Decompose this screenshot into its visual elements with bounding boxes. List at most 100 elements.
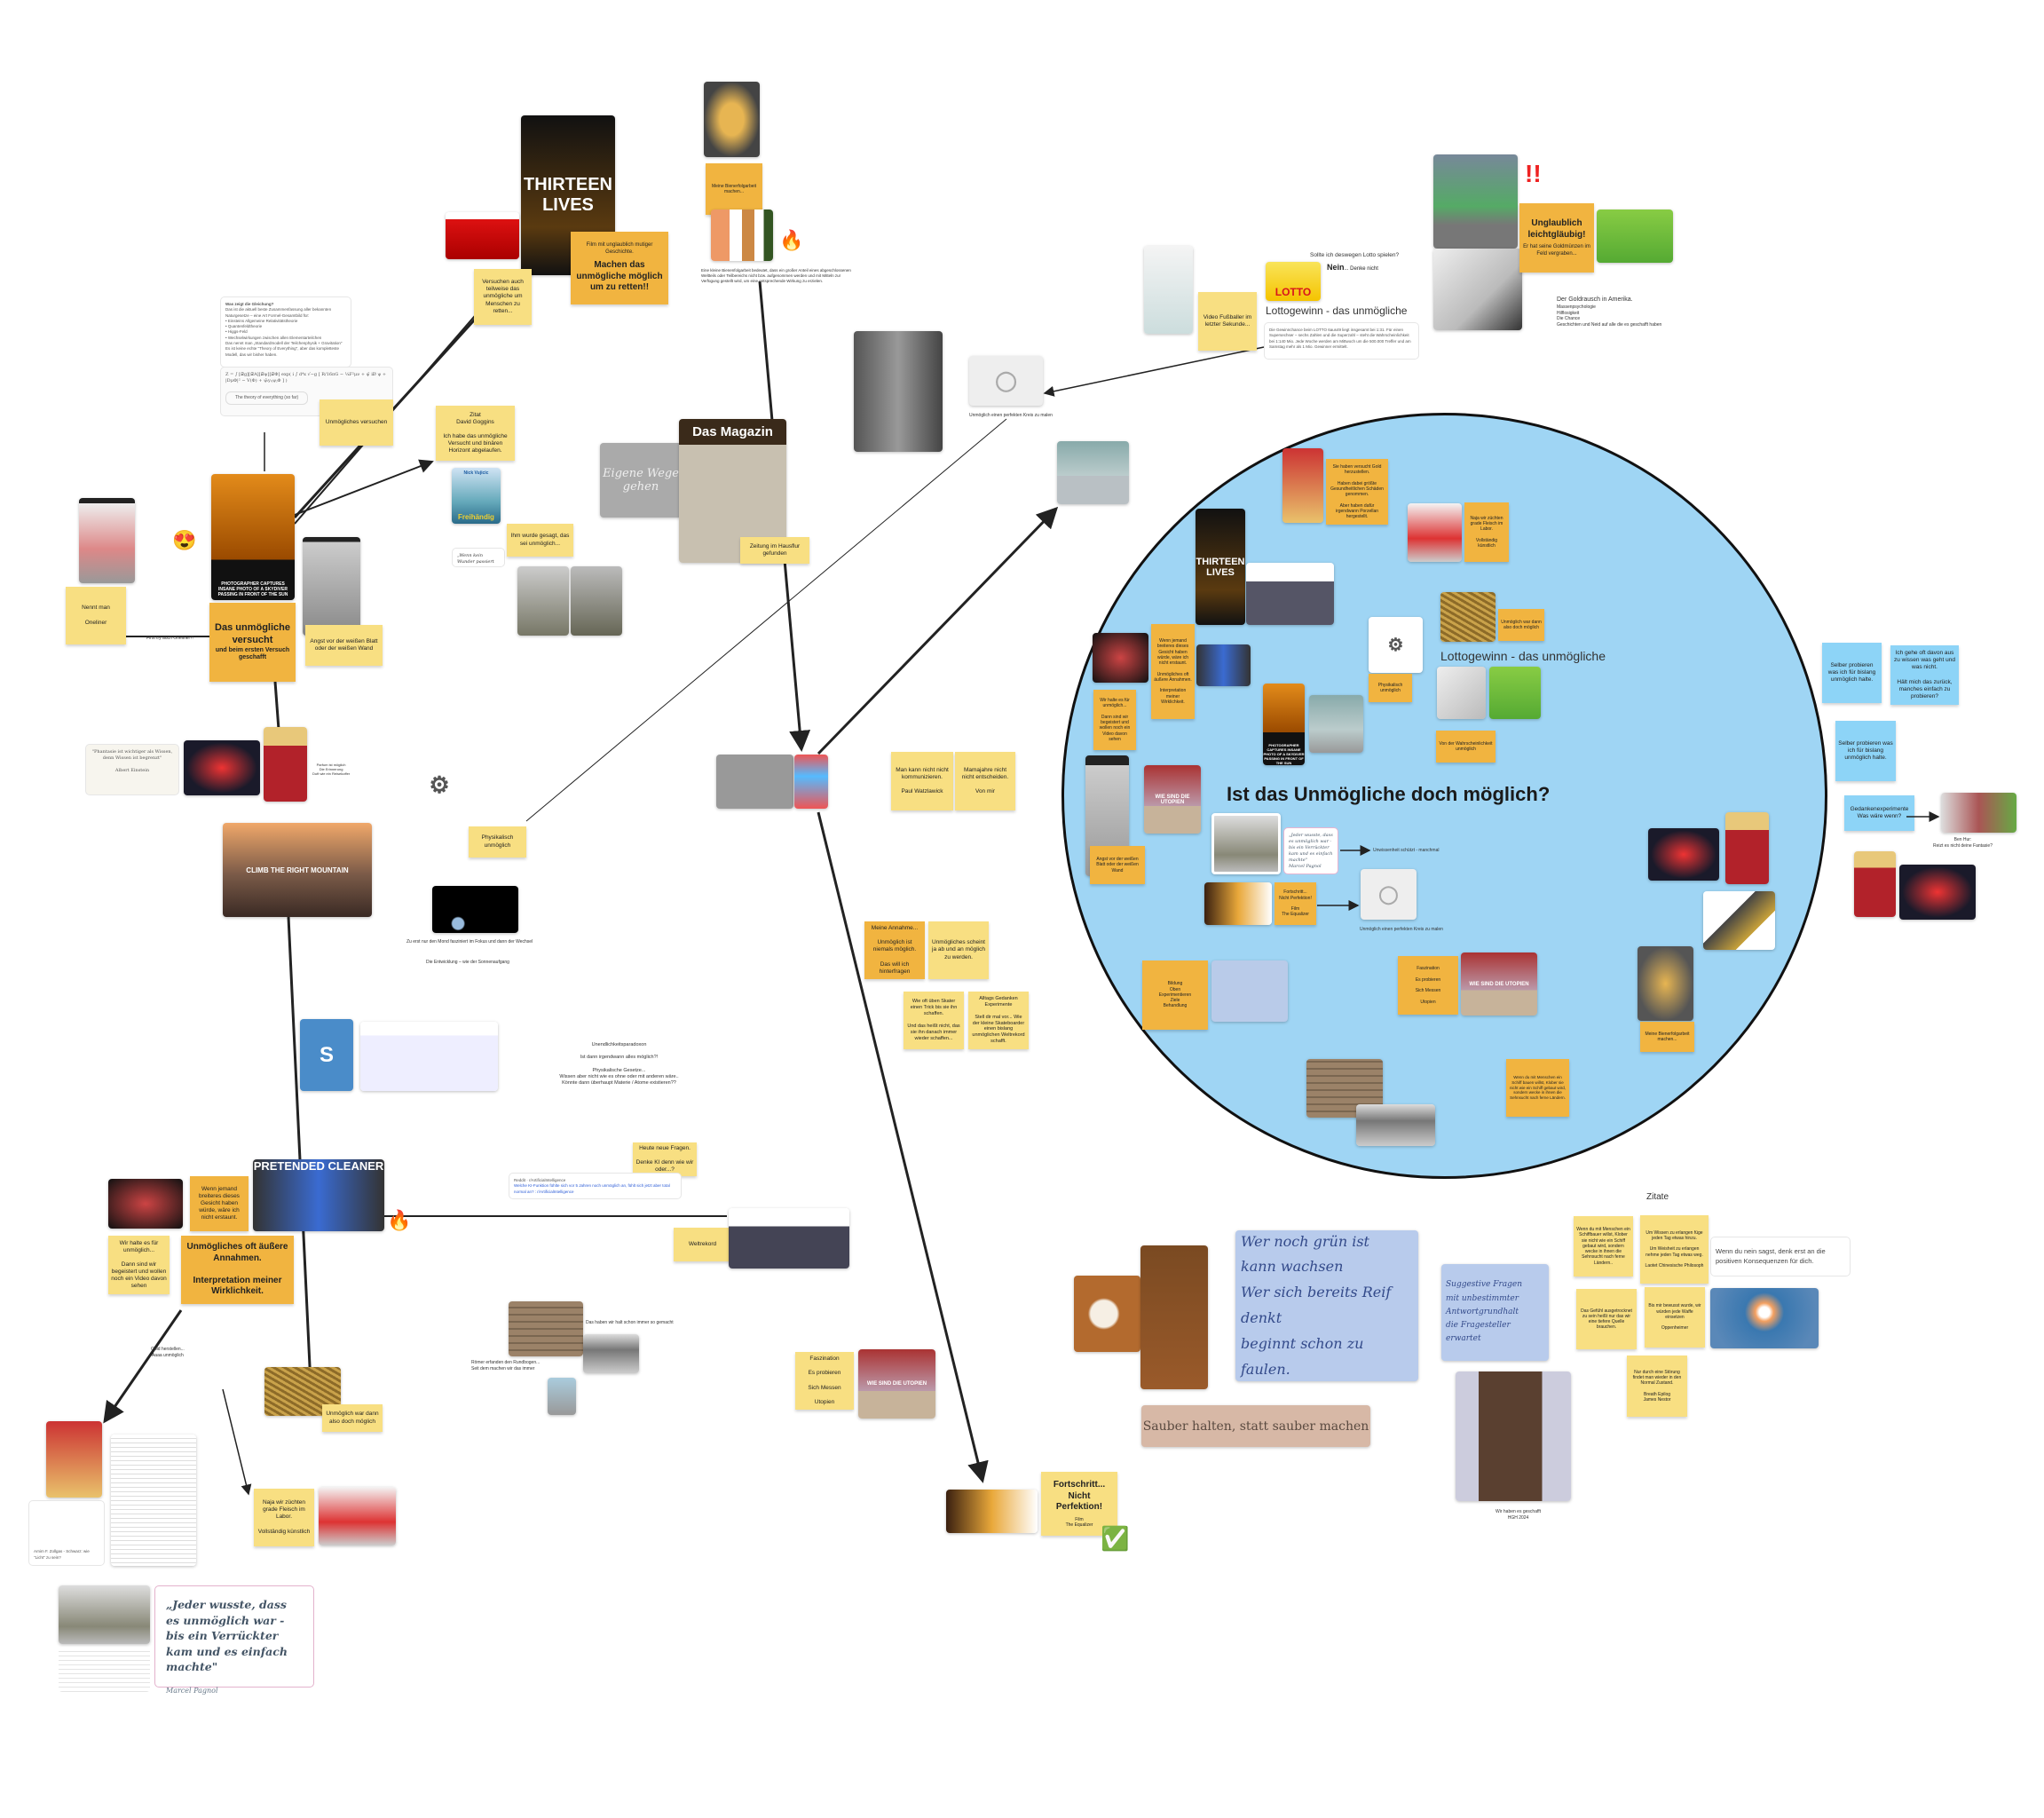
fire-truck-image[interactable] (446, 212, 519, 259)
sauber-banner[interactable]: Sauber halten, statt sauber machen (1141, 1405, 1370, 1447)
sticky-wahrscheinlichkeit[interactable]: Von der Wahrscheinlichkeit unmöglich (1436, 731, 1496, 763)
sticky-halten[interactable]: Wir halte es für unmöglich... Dann sind … (1093, 690, 1136, 750)
sticky-leichtglaeubig[interactable]: Unglaublich leichtgläubig!Er hat seine G… (1519, 203, 1594, 273)
sticky-watzlawick[interactable]: Man kann nicht nicht kommunizieren. Paul… (891, 752, 953, 810)
skate-image[interactable] (571, 566, 622, 636)
moon-image[interactable] (432, 886, 518, 933)
deadlift-image[interactable] (1093, 633, 1148, 683)
sticky-retten[interactable]: Versuchen auch teilweise das unmögliche … (474, 269, 532, 325)
alchemy-book-image[interactable] (1282, 448, 1323, 523)
nebula-eye-image[interactable] (1648, 828, 1719, 881)
einstein-quote-card[interactable]: "Phantasie ist wichtiger als Wissen, den… (85, 744, 179, 795)
sticky-quote[interactable]: Wenn du mit Menschen ein Schiffbauer wil… (1574, 1216, 1633, 1277)
arte-utopia-image[interactable]: WIE SIND DIE UTOPIEN (1461, 952, 1537, 1016)
article-text-image[interactable] (111, 1435, 196, 1566)
sticky-halten[interactable]: Wir halte es für unmöglich... Dann sind … (108, 1236, 170, 1294)
pumuckl-cartoon-image[interactable] (1597, 209, 1673, 263)
mountain-image[interactable]: CLIMB THE RIGHT MOUNTAIN (223, 823, 372, 917)
equation-explanation-card[interactable]: Was zeigt die Gleichung?Das ist die aktu… (220, 296, 351, 368)
child-lake-card[interactable] (1057, 441, 1129, 504)
lab-meat-image[interactable] (1408, 503, 1462, 562)
sun-skydiver-image[interactable]: PHOTOGRAPHER CAPTURES INSANE PHOTO OF A … (1263, 684, 1305, 765)
sticky-physikalisch[interactable]: Physikalisch unmöglich (469, 826, 526, 858)
cleaner-image[interactable]: PRETENDED CLEANER (253, 1159, 384, 1231)
circles-drawing-image[interactable]: ◯ (1361, 869, 1417, 920)
lab-meat-image[interactable] (319, 1487, 396, 1545)
sticky-bier[interactable]: Meine Bienerfolgarbeit machen... (706, 163, 762, 215)
sticky-quote[interactable]: Bis mir bewusst wurde, wir würden jede W… (1645, 1287, 1705, 1348)
poster-image[interactable] (794, 755, 828, 809)
perfume-image[interactable] (1854, 851, 1896, 917)
sticky-quote[interactable]: Das Gefühl ausgetrocknet zu sein heißt n… (1576, 1289, 1637, 1349)
wunder-card[interactable]: „Wenn kein Wunder passiert (452, 548, 505, 567)
sticky-physikalisch[interactable]: Physikalisch unmöglich (1369, 674, 1412, 702)
sticky-blue-3[interactable]: Selber probieren was ich für bislang unm… (1835, 721, 1896, 781)
nein-quote-card[interactable]: Wenn du nein sagst, denk erst an die pos… (1710, 1237, 1851, 1277)
sticky-annahme[interactable]: Meine Annahme... Unmöglich ist niemals m… (864, 921, 925, 979)
sticky-gold[interactable]: Sie haben versucht Gold herzustellen. Ha… (1326, 459, 1388, 525)
latte-image[interactable] (1074, 1276, 1140, 1352)
arte-utopia-image[interactable]: WIE SIND DIE UTOPIEN (858, 1349, 935, 1419)
sticky-also-doch[interactable]: Unmöglich war dann also doch möglich (322, 1404, 383, 1432)
lotto-logo[interactable]: LOTTO (1266, 262, 1321, 301)
arte-utopia-image[interactable]: WIE SIND DIE UTOPIEN (1144, 765, 1201, 834)
equalizer-image[interactable] (1204, 882, 1272, 925)
sticky-unm-versuchen[interactable]: Unmögliches versuchen (320, 399, 393, 446)
sticky-mamajahre[interactable]: Mamajahre nicht nicht entscheiden. Von m… (955, 752, 1015, 810)
graffiti-phone-image[interactable] (79, 498, 135, 583)
circles-drawing-image[interactable]: ◯ (969, 356, 1043, 406)
sticky-schiff[interactable]: Wenn du mit Menschen ein Schiff bauen wi… (1506, 1059, 1569, 1117)
sticky-quote[interactable]: Um Wissen zu erlangen füge jeden Tag etw… (1640, 1215, 1709, 1284)
quote-card[interactable]: „Jeder wusste, dass es unmöglich war - b… (1283, 827, 1338, 874)
nebula-eye-image[interactable] (1899, 865, 1976, 920)
goldrush-image[interactable] (1433, 249, 1522, 330)
sticky-gesicht[interactable]: Wenn jemand breiteres dieses Gesicht hab… (1151, 624, 1195, 719)
nebula-eye-image[interactable] (184, 740, 260, 795)
sticky-scheint[interactable]: Unmögliches scheint ja ab und an möglich… (928, 921, 989, 979)
sticky-weltrekord[interactable]: Weltrekord (674, 1228, 731, 1261)
thirteen-lives-poster[interactable]: THIRTEEN LIVES (1196, 509, 1245, 625)
sticky-machen[interactable]: Film mit unglaublich mutiger Geschichte.… (571, 232, 668, 304)
pumuckl-image[interactable] (1433, 154, 1518, 249)
perfume-image[interactable] (264, 727, 307, 802)
explosion-image[interactable] (1710, 1288, 1819, 1348)
phone-wall-image[interactable] (303, 537, 360, 636)
sticky-fortschritt[interactable]: Fortschritt... Nicht Perfektion! Film Th… (1275, 882, 1316, 925)
pan-image[interactable] (704, 82, 760, 157)
thirteen-lives-poster[interactable]: THIRTEEN LIVES (521, 115, 615, 275)
sticky-also-doch[interactable]: Unmöglich war dann also doch möglich (1498, 609, 1544, 641)
pagnol-quote-card[interactable]: „Jeder wusste, dass es unmöglich war - b… (154, 1585, 314, 1695)
gears-image[interactable]: ⚙ (1369, 617, 1423, 673)
sticky-oneliner[interactable]: Nennt man Oneliner (66, 587, 126, 644)
deadlift-image[interactable] (108, 1179, 183, 1229)
search-results-image[interactable] (729, 1208, 849, 1269)
child-lake-image[interactable] (1309, 695, 1363, 753)
sticky-fleisch[interactable]: Naja wir züchten grade Fleisch im Labor.… (1464, 502, 1509, 562)
handwritten-note[interactable]: Wer noch grün ist kann wachsen Wer sich … (1235, 1230, 1418, 1381)
old-window-image[interactable] (1356, 1104, 1435, 1146)
runner-photo[interactable] (59, 1585, 150, 1644)
sticky-zeitung[interactable]: Zeitung im Hausflur gefunden (740, 537, 809, 564)
alchemy-book-image[interactable] (46, 1421, 102, 1498)
book-card[interactable]: Arnim F. Zollgas - Schwarz: wie "Licht" … (28, 1500, 105, 1566)
skate-image[interactable] (517, 566, 569, 636)
old-window-image[interactable] (583, 1334, 639, 1373)
sticky-angst[interactable]: Angst vor der weißen Blatt oder der weiß… (305, 625, 383, 666)
sticky-faszination[interactable]: Faszination Es probieren Sich Messen Uto… (795, 1352, 854, 1410)
search-results-image[interactable] (1246, 563, 1334, 625)
sticky-fortschritt[interactable]: Fortschritt... Nicht Perfektion!Film The… (1041, 1472, 1117, 1536)
goldrush-image[interactable] (1437, 667, 1486, 719)
equalizer-image[interactable] (946, 1490, 1038, 1533)
s-app-image[interactable]: S (300, 1019, 353, 1091)
sticky-ihm[interactable]: Ihm wurde gesagt, das sei unmöglich... (507, 524, 573, 557)
street-video-image[interactable] (854, 331, 943, 452)
runner-photo[interactable] (1211, 813, 1281, 874)
snow-image[interactable] (1144, 246, 1193, 334)
sticky-fragen[interactable]: Heute neue Fragen. Denke KI denn wie wir… (633, 1142, 697, 1176)
handwritten-note-image[interactable] (1211, 960, 1288, 1022)
sticky-bier[interactable]: Meine Bienerfolgarbeit machen... (1640, 1022, 1694, 1052)
sticky-blue-2[interactable]: Ich gehe oft davon aus zu wissen was geh… (1890, 645, 1959, 705)
